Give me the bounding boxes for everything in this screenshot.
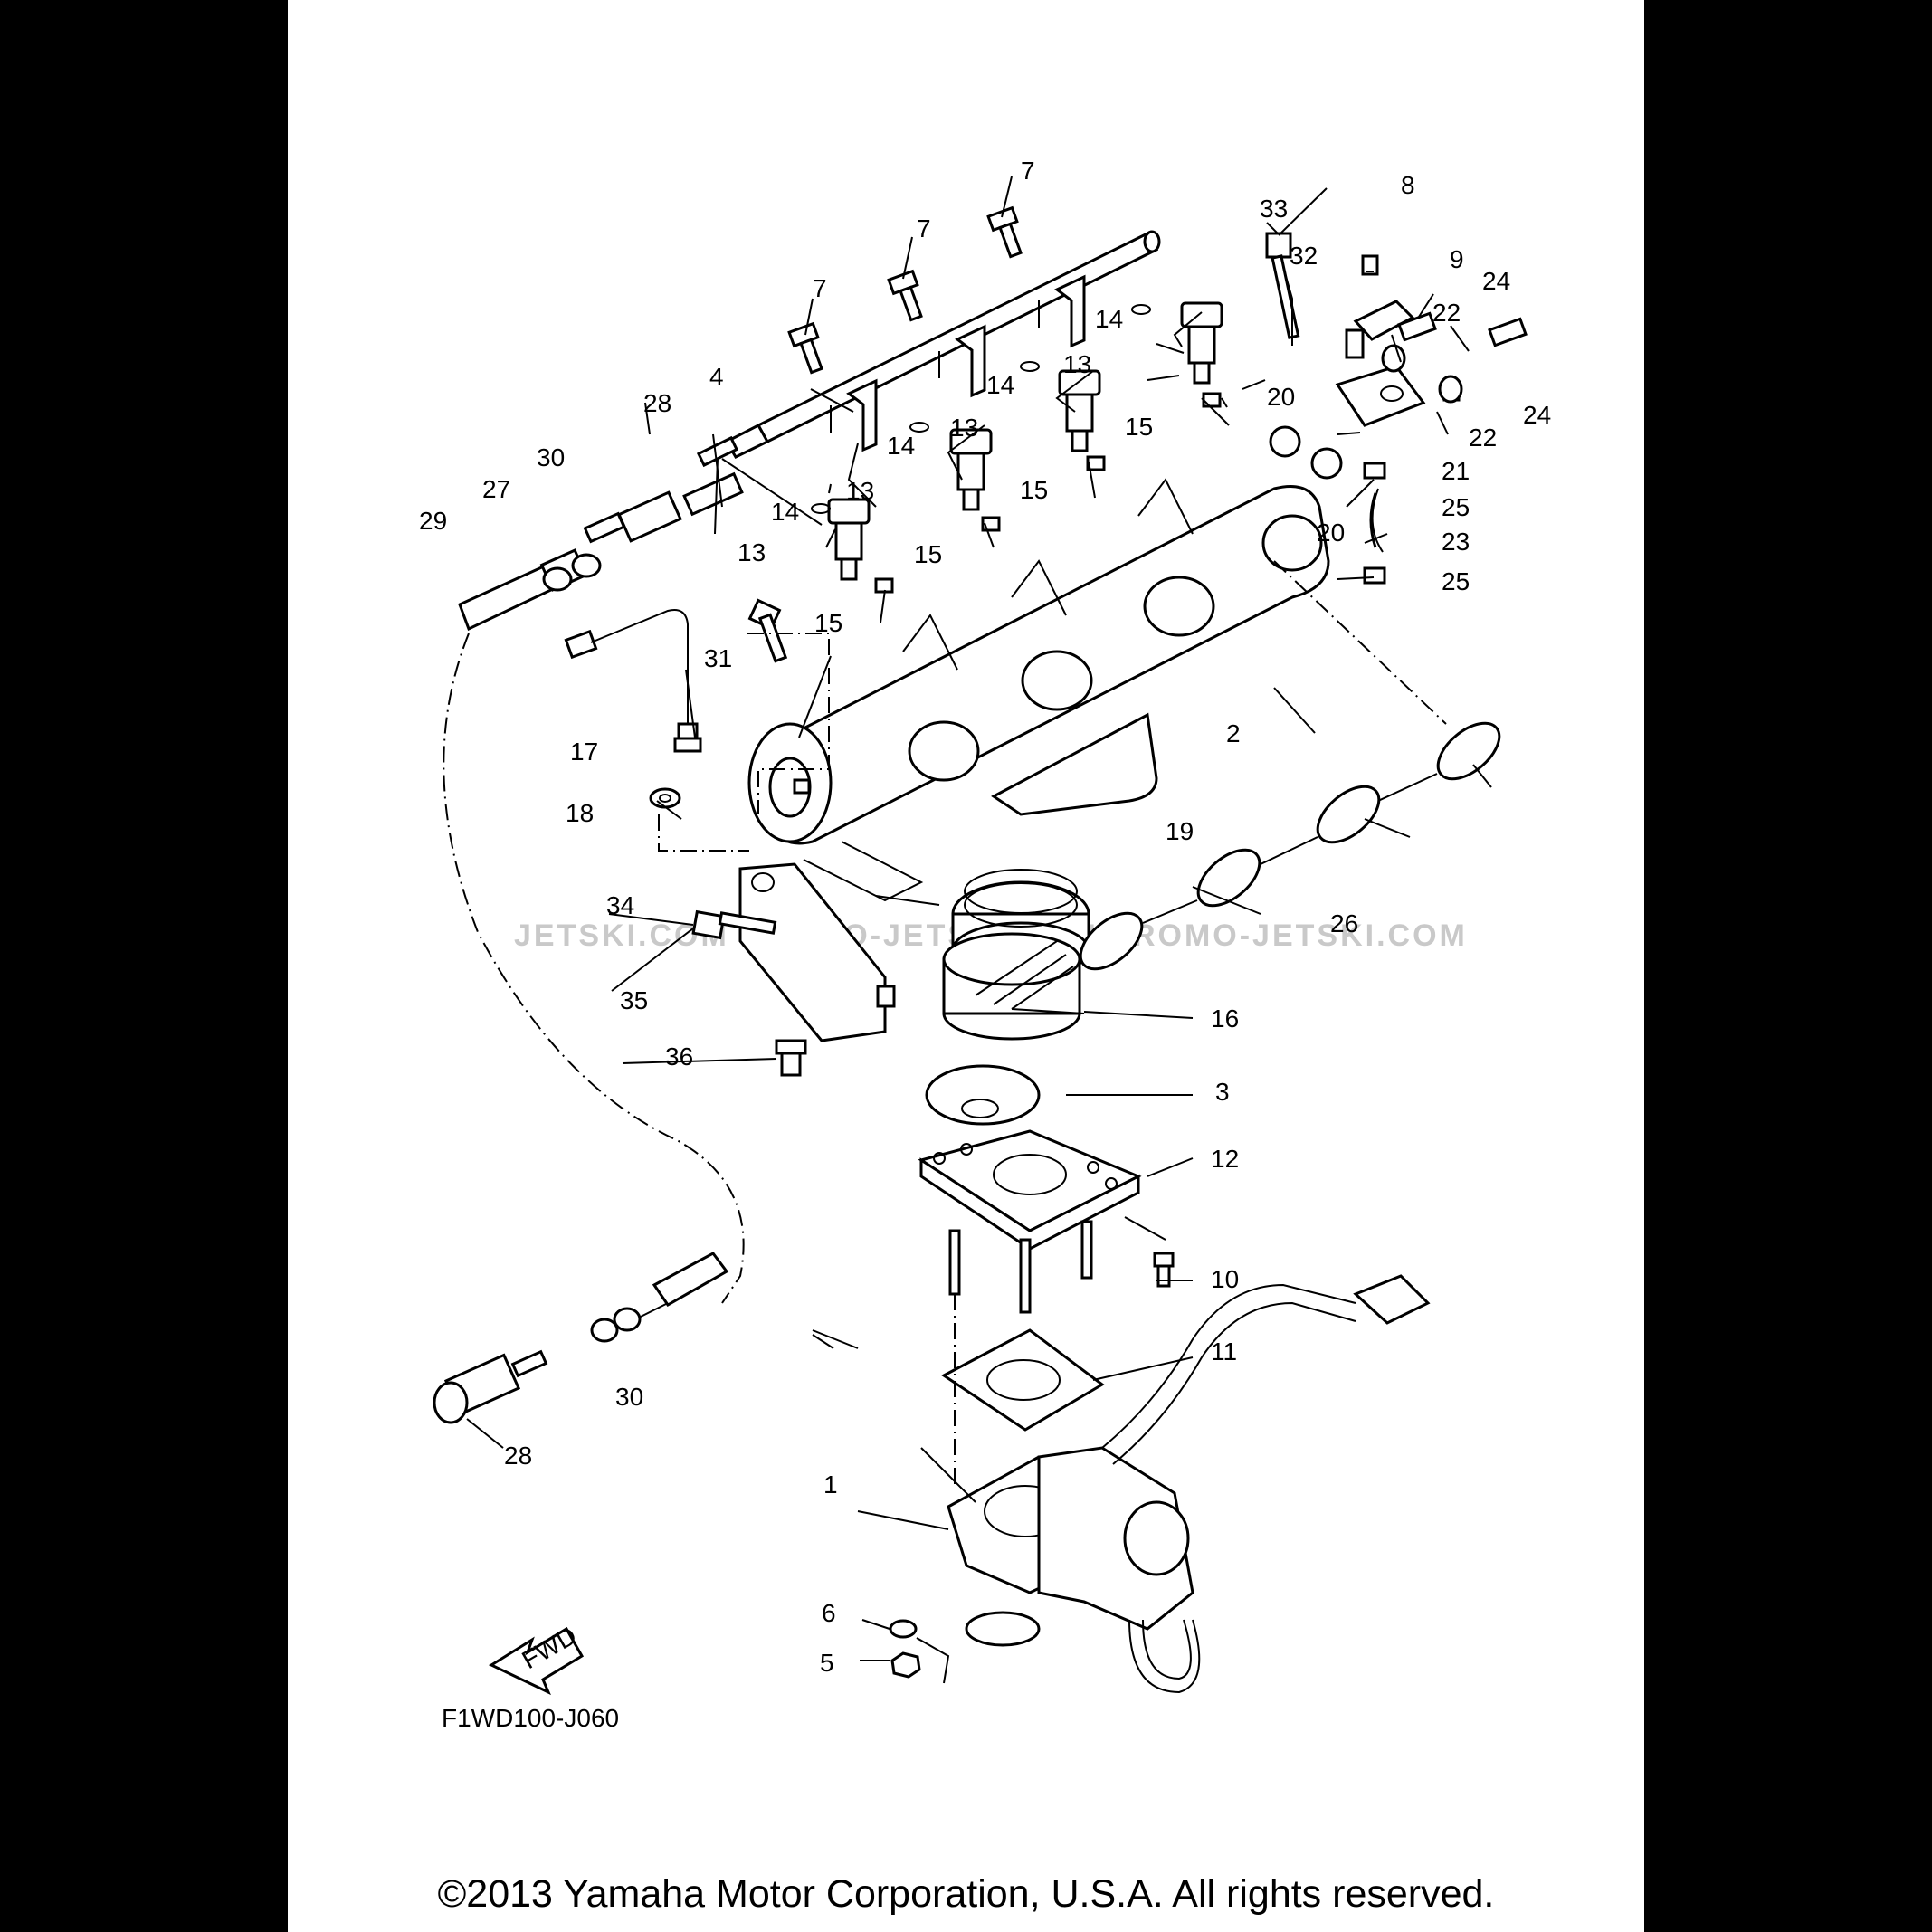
callout-3: 3 xyxy=(1215,1078,1230,1106)
callout-15c: 15 xyxy=(914,540,942,568)
callout-1: 1 xyxy=(823,1470,838,1499)
callout-32: 32 xyxy=(1290,242,1318,270)
diagram-code: F1WD100-J060 xyxy=(442,1704,619,1732)
callout-9: 9 xyxy=(1450,245,1464,273)
callout-35: 35 xyxy=(620,986,648,1014)
dashline-6 xyxy=(916,1637,950,1684)
callout-20b: 20 xyxy=(1317,519,1345,547)
callout-6: 6 xyxy=(822,1599,836,1627)
fwd-arrow-badge: FWD xyxy=(488,1621,585,1696)
callout-33: 33 xyxy=(1260,195,1288,223)
callout-4: 4 xyxy=(709,363,724,391)
callout-10: 10 xyxy=(1211,1265,1239,1293)
gasket-26-part xyxy=(1079,721,1501,971)
callout-14a: 14 xyxy=(1095,305,1123,333)
bracket-34-part xyxy=(691,598,896,1077)
bolt-7-parts xyxy=(787,205,1023,375)
callout-13b: 13 xyxy=(950,414,978,442)
callout-labels: 7 7 7 8 33 32 9 24 22 24 22 14 14 13 13 … xyxy=(419,157,1551,1677)
callout-22a: 22 xyxy=(1432,299,1461,327)
callout-14b: 14 xyxy=(986,371,1014,399)
callout-20a: 20 xyxy=(1267,383,1295,411)
callout-12: 12 xyxy=(1211,1145,1239,1173)
callout-2: 2 xyxy=(1226,719,1241,747)
sensor-bracket-parts xyxy=(1265,232,1528,585)
callout-15a: 15 xyxy=(1125,413,1153,441)
washer-6-part xyxy=(889,1619,918,1639)
callout-14c: 14 xyxy=(887,432,915,460)
dashline-31 xyxy=(747,633,830,814)
copyright-notice: ©2013 Yamaha Motor Corporation, U.S.A. A… xyxy=(437,1872,1495,1916)
callout-15d: 15 xyxy=(814,609,842,637)
injector-parts xyxy=(811,301,1223,594)
callout-28a: 28 xyxy=(643,389,671,417)
callout-34: 34 xyxy=(606,891,634,919)
nut-5-part xyxy=(890,1651,921,1679)
callout-25a: 25 xyxy=(1442,493,1470,521)
callout-13c: 13 xyxy=(846,477,874,505)
callout-30a: 30 xyxy=(537,443,565,471)
callout-28b: 28 xyxy=(504,1442,532,1470)
arrester-16-part xyxy=(942,932,1081,1041)
callout-8: 8 xyxy=(1401,171,1415,199)
callout-29: 29 xyxy=(419,507,447,535)
callout-14d: 14 xyxy=(771,498,799,526)
callout-24b: 24 xyxy=(1523,401,1551,429)
callout-7b: 7 xyxy=(917,214,931,243)
callout-31: 31 xyxy=(704,644,732,672)
callout-24a: 24 xyxy=(1482,267,1510,295)
fuel-rail-part xyxy=(696,230,1161,468)
throttle-body-part xyxy=(947,1274,1431,1694)
callout-36: 36 xyxy=(665,1042,693,1071)
callout-16: 16 xyxy=(1211,1004,1239,1033)
hose-23-part xyxy=(1371,488,1384,553)
gasket-11-part xyxy=(941,1328,1105,1432)
parts-diagram: JETSKI.COM PROMO-JETSKI.COM PROMO-JETSKI… xyxy=(419,157,1551,1732)
callout-11: 11 xyxy=(1211,1337,1237,1366)
callout-21: 21 xyxy=(1442,457,1470,485)
dashline-18 xyxy=(658,814,749,852)
callout-27: 27 xyxy=(482,475,510,503)
callout-17: 17 xyxy=(570,738,598,766)
throttle-cable-parts xyxy=(433,471,745,1424)
temp-sensor-part xyxy=(564,609,702,809)
dashline-26 xyxy=(1273,560,1447,725)
diagram-sheet: JETSKI.COM PROMO-JETSKI.COM PROMO-JETSKI… xyxy=(288,0,1644,1932)
callout-30b: 30 xyxy=(615,1383,643,1411)
adapter-12-part xyxy=(918,1129,1142,1314)
leader-lines xyxy=(466,176,1492,1661)
callout-5: 5 xyxy=(820,1649,834,1677)
callout-13d: 13 xyxy=(738,538,766,566)
callout-22b: 22 xyxy=(1469,424,1497,452)
callout-25b: 25 xyxy=(1442,567,1470,595)
callout-18: 18 xyxy=(566,799,594,827)
callout-7a: 7 xyxy=(1021,157,1035,185)
callout-13a: 13 xyxy=(1063,350,1091,378)
dashline-34 xyxy=(803,841,924,902)
callout-15b: 15 xyxy=(1020,476,1048,504)
callout-23: 23 xyxy=(1442,528,1470,556)
callout-19: 19 xyxy=(1166,817,1194,845)
dashline-10 xyxy=(1124,1216,1166,1241)
callout-7c: 7 xyxy=(813,274,827,302)
intake-manifold-part xyxy=(747,478,1330,845)
callout-26: 26 xyxy=(1330,909,1358,937)
o-ring-3-part xyxy=(925,1064,1041,1126)
